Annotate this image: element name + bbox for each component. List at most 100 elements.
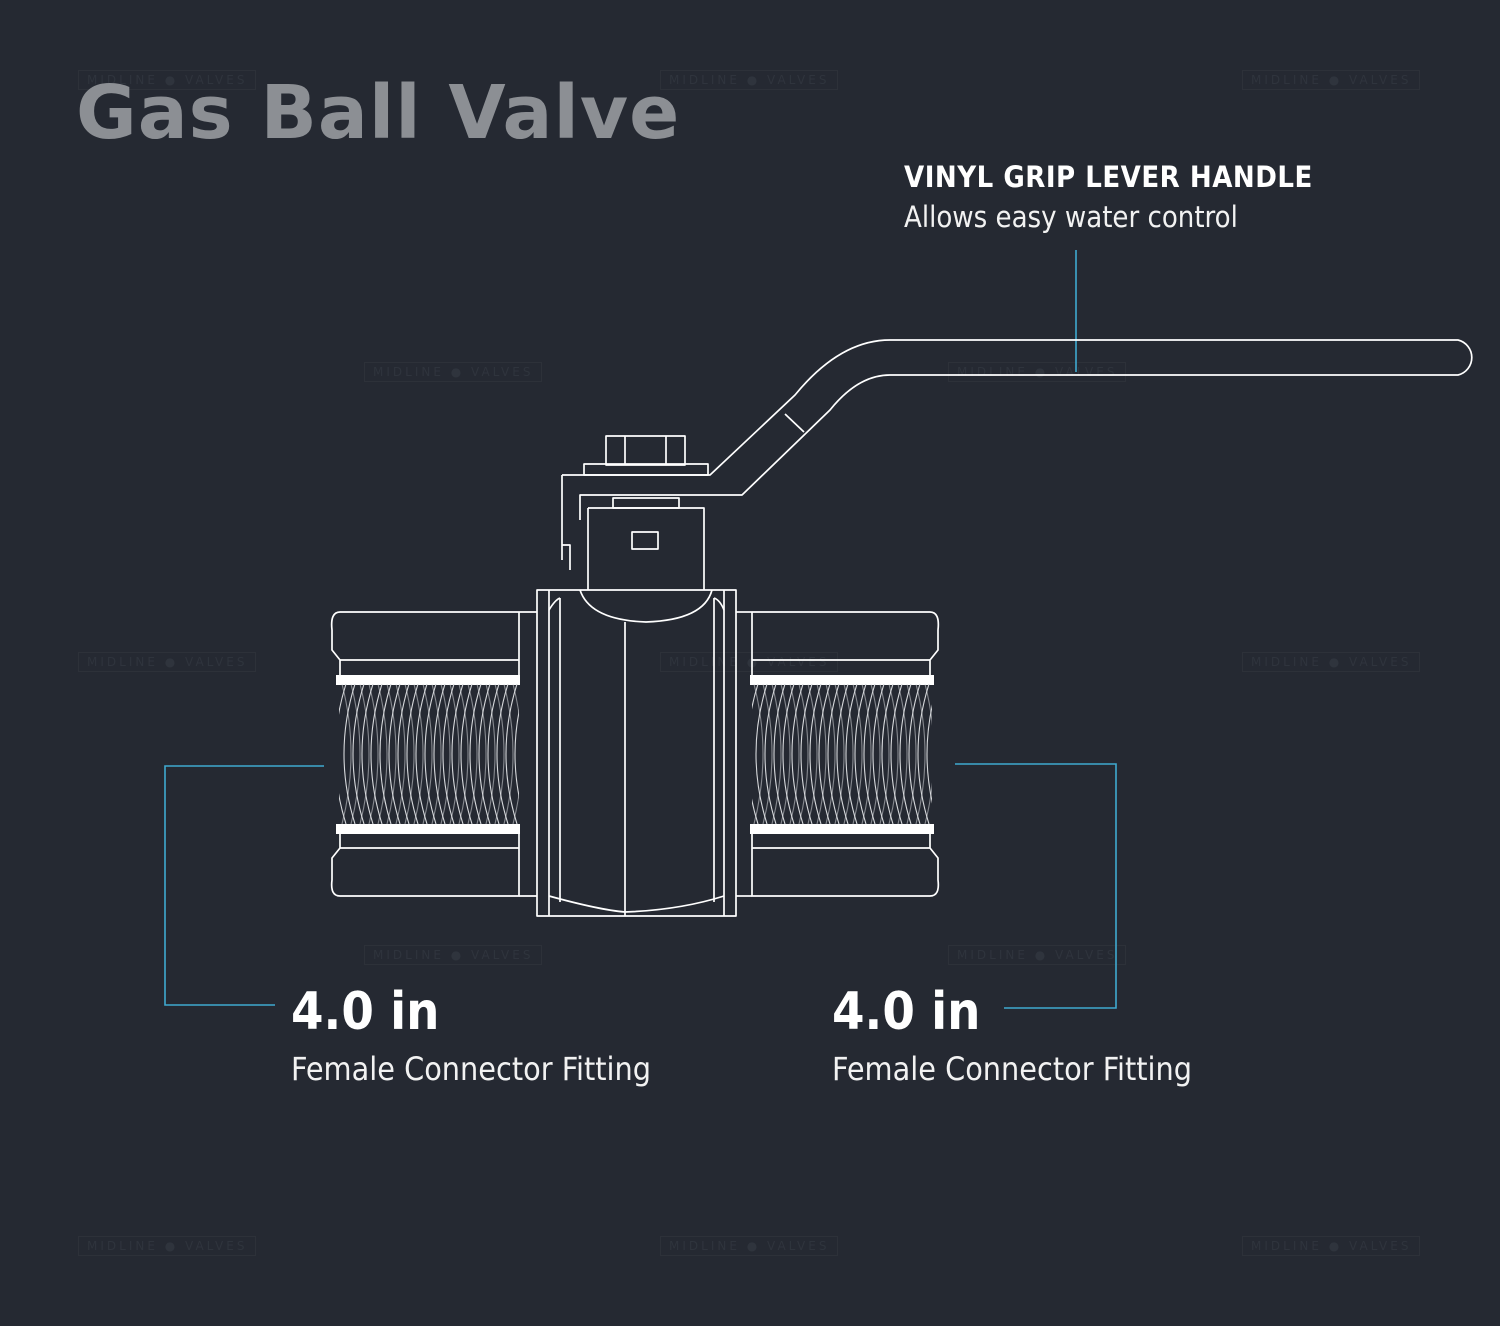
right-pipe-end <box>751 611 940 684</box>
thread-line <box>494 684 505 824</box>
handle-callout-heading: VINYL GRIP LEVER HANDLE <box>904 160 1313 194</box>
left-pipe-end <box>330 611 520 684</box>
thread-line <box>843 684 854 824</box>
thread-line <box>478 684 491 824</box>
thread-line <box>807 684 818 824</box>
thread-line <box>845 684 858 824</box>
stem-nut <box>605 435 686 466</box>
thread-line <box>449 684 460 824</box>
thread-line <box>863 684 876 824</box>
thread-line <box>485 684 496 824</box>
thread-line <box>890 684 903 824</box>
thread-line <box>431 684 442 824</box>
thread-line <box>442 684 455 824</box>
thread-line <box>791 684 804 824</box>
watermark: MIDLINE ● VALVES <box>78 70 257 90</box>
thread-line <box>496 684 509 824</box>
thread-line <box>514 709 519 799</box>
thread-line <box>467 684 478 824</box>
thread-line <box>798 684 809 824</box>
thread-line <box>451 684 464 824</box>
thread-line <box>764 684 777 824</box>
thread-line <box>512 684 519 824</box>
thread-line <box>762 684 773 824</box>
thread-line <box>771 684 782 824</box>
valve-body <box>330 339 1473 917</box>
watermark: MIDLINE ● VALVES <box>364 945 543 965</box>
left-fitting-callout: 4.0 in Female Connector Fitting <box>291 986 651 1088</box>
center-body <box>536 589 737 917</box>
thread-line <box>350 684 361 824</box>
right-threads <box>752 684 943 824</box>
thread-line <box>458 684 469 824</box>
thread-line <box>881 684 894 824</box>
thread-line <box>503 684 514 824</box>
stem-collar <box>612 497 680 509</box>
page-title: Gas Ball Valve <box>76 70 681 156</box>
thread-line <box>809 684 822 824</box>
thread-line <box>433 684 446 824</box>
thread-line <box>789 684 800 824</box>
thread-line <box>487 684 500 824</box>
thread-line <box>816 684 827 824</box>
thread-line <box>834 684 845 824</box>
thread-line <box>522 684 531 824</box>
watermark: MIDLINE ● VALVES <box>1242 652 1421 672</box>
thread-line <box>870 684 881 824</box>
thread-line <box>752 684 759 824</box>
thread-line <box>422 684 433 824</box>
thread-line <box>888 684 899 824</box>
thread-line <box>827 684 840 824</box>
thread-line <box>379 684 392 824</box>
thread-line <box>753 684 764 824</box>
thread-line <box>476 684 487 824</box>
thread-line <box>395 684 406 824</box>
thread-line <box>339 684 347 824</box>
watermark: MIDLINE ● VALVES <box>78 652 257 672</box>
handle-tab <box>561 475 571 570</box>
thread-line <box>370 684 383 824</box>
thread-line <box>505 684 518 824</box>
thread-line <box>361 684 374 824</box>
stem-washer <box>583 463 709 476</box>
thread-line <box>836 684 849 824</box>
bonnet <box>587 507 705 590</box>
thread-line <box>879 684 890 824</box>
thread-line <box>872 684 885 824</box>
thread-line <box>406 684 419 824</box>
thread-line <box>388 684 401 824</box>
left-threads <box>339 684 531 824</box>
right-fitting-size: 4.0 in <box>832 982 981 1042</box>
thread-line <box>906 684 917 824</box>
thread-line <box>924 684 932 824</box>
thread-line <box>343 684 356 824</box>
thread-line <box>424 684 437 824</box>
thread-line <box>415 684 428 824</box>
thread-line <box>852 684 863 824</box>
watermark: MIDLINE ● VALVES <box>78 1236 257 1256</box>
left-fitting-size: 4.0 in <box>291 982 440 1042</box>
thread-line <box>397 684 410 824</box>
watermark: MIDLINE ● VALVES <box>1242 70 1421 90</box>
thread-line <box>897 684 908 824</box>
thread-line <box>800 684 813 824</box>
watermark: MIDLINE ● VALVES <box>948 945 1127 965</box>
thread-line <box>413 684 424 824</box>
thread-line <box>854 684 867 824</box>
thread-line <box>934 684 943 824</box>
watermark: MIDLINE ● VALVES <box>364 362 543 382</box>
thread-line <box>386 684 397 824</box>
thread-line <box>825 684 836 824</box>
thread-line <box>368 684 379 824</box>
thread-line <box>908 684 921 824</box>
watermark: MIDLINE ● VALVES <box>660 70 839 90</box>
watermark: MIDLINE ● VALVES <box>660 1236 839 1256</box>
thread-line <box>915 684 926 824</box>
thread-bands <box>336 675 934 834</box>
thread-line <box>755 684 768 824</box>
thread-line <box>773 684 786 824</box>
watermark: MIDLINE ● VALVES <box>660 652 839 672</box>
leader-lines <box>164 250 1117 1009</box>
thread-line <box>440 684 451 824</box>
bonnet-slot <box>631 531 659 550</box>
